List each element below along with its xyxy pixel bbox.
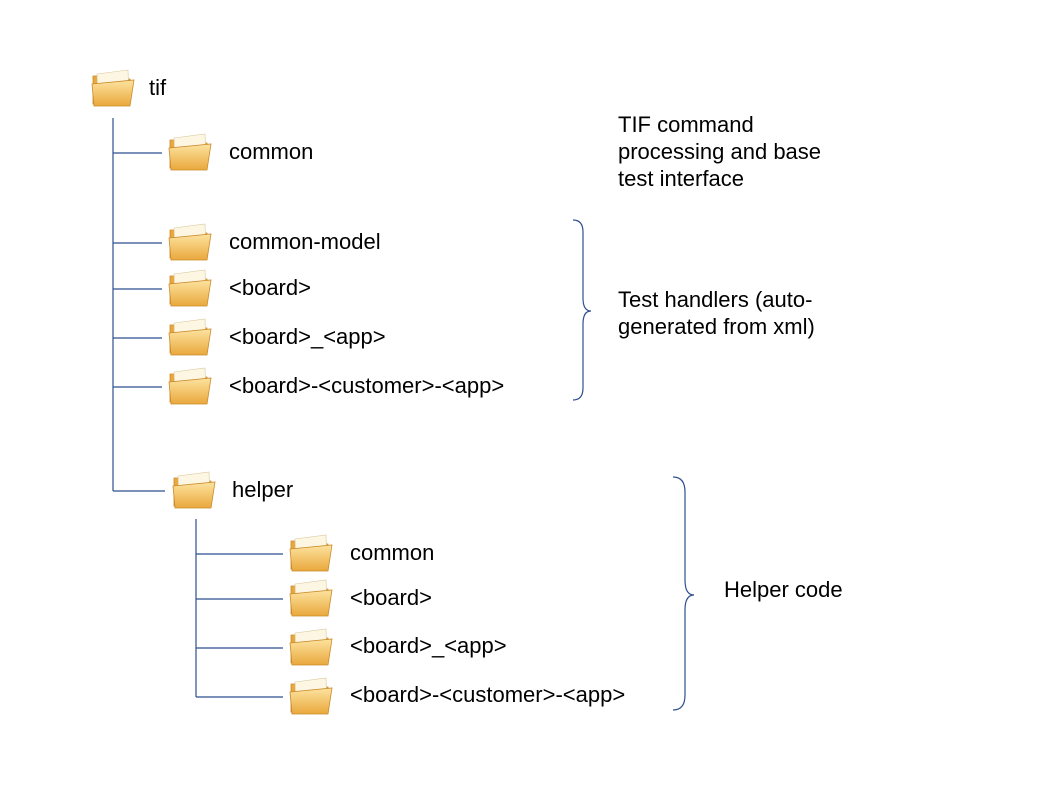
folder-icon [167, 317, 215, 359]
folder-icon [288, 578, 336, 620]
test-handlers-brace [572, 219, 592, 401]
folder-label-helper[interactable]: helper [232, 477, 294, 502]
folder-icon [288, 676, 336, 718]
folder-icon [288, 627, 336, 669]
helper-label-board-app[interactable]: <board>_<app> [350, 633, 507, 658]
test-handlers-annotation: Test handlers (auto- generated from xml) [618, 286, 815, 340]
folder-icon [167, 268, 215, 310]
annotation-line: TIF command [618, 112, 754, 137]
folder-label-board-customer-app[interactable]: <board>-<customer>-<app> [229, 373, 505, 398]
folder-icon [171, 470, 219, 512]
folder-label-common[interactable]: common [229, 139, 314, 164]
folder-icon [167, 132, 215, 174]
folder-label-board-app[interactable]: <board>_<app> [229, 324, 386, 349]
helper-label-common[interactable]: common [350, 540, 435, 565]
folder-icon [288, 533, 336, 575]
common-annotation: TIF command processing and base test int… [618, 111, 821, 192]
folder-icon [167, 366, 215, 408]
annotation-line: processing and base [618, 139, 822, 164]
helper-annotation: Helper code [724, 577, 843, 602]
folder-icon [167, 222, 215, 264]
annotation-line: generated from xml) [618, 314, 815, 339]
helper-brace [672, 476, 695, 711]
annotation-line: test interface [618, 166, 744, 191]
annotation-line: Test handlers (auto- [618, 287, 813, 312]
root-folder-label[interactable]: tif [149, 75, 167, 100]
folder-label-common-model[interactable]: common-model [229, 229, 381, 254]
helper-label-board-customer-app[interactable]: <board>-<customer>-<app> [350, 682, 626, 707]
helper-label-board[interactable]: <board> [350, 585, 432, 610]
folder-icon [90, 68, 138, 110]
folder-label-board[interactable]: <board> [229, 275, 311, 300]
